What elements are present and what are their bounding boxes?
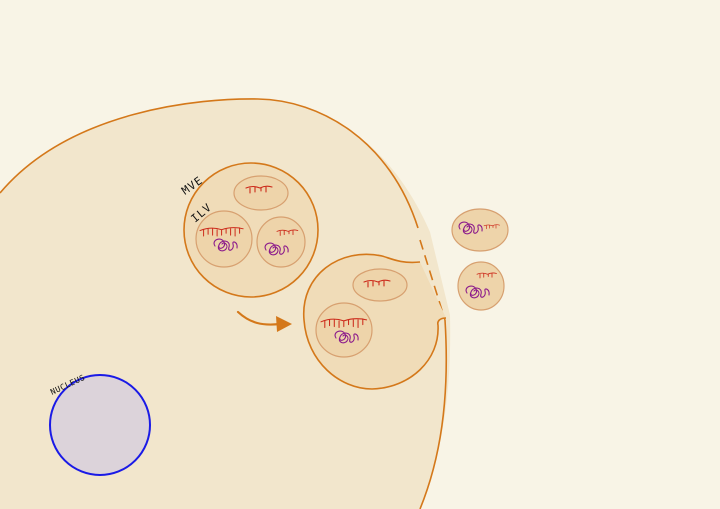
exosome	[451, 208, 509, 252]
ilv-vesicle	[195, 210, 253, 268]
arrow-head	[276, 316, 292, 332]
exosome	[457, 261, 505, 311]
nucleus	[49, 374, 151, 476]
ilv-vesicle	[352, 268, 408, 302]
cell-membrane-lower	[419, 319, 448, 509]
ilv-vesicle	[256, 216, 306, 268]
membrane-fusion-gap	[419, 239, 446, 321]
ilv-vesicle	[315, 302, 373, 358]
ilv-vesicle	[233, 175, 289, 211]
arrow-right-icon	[236, 310, 282, 326]
cell-membrane	[0, 98, 419, 229]
